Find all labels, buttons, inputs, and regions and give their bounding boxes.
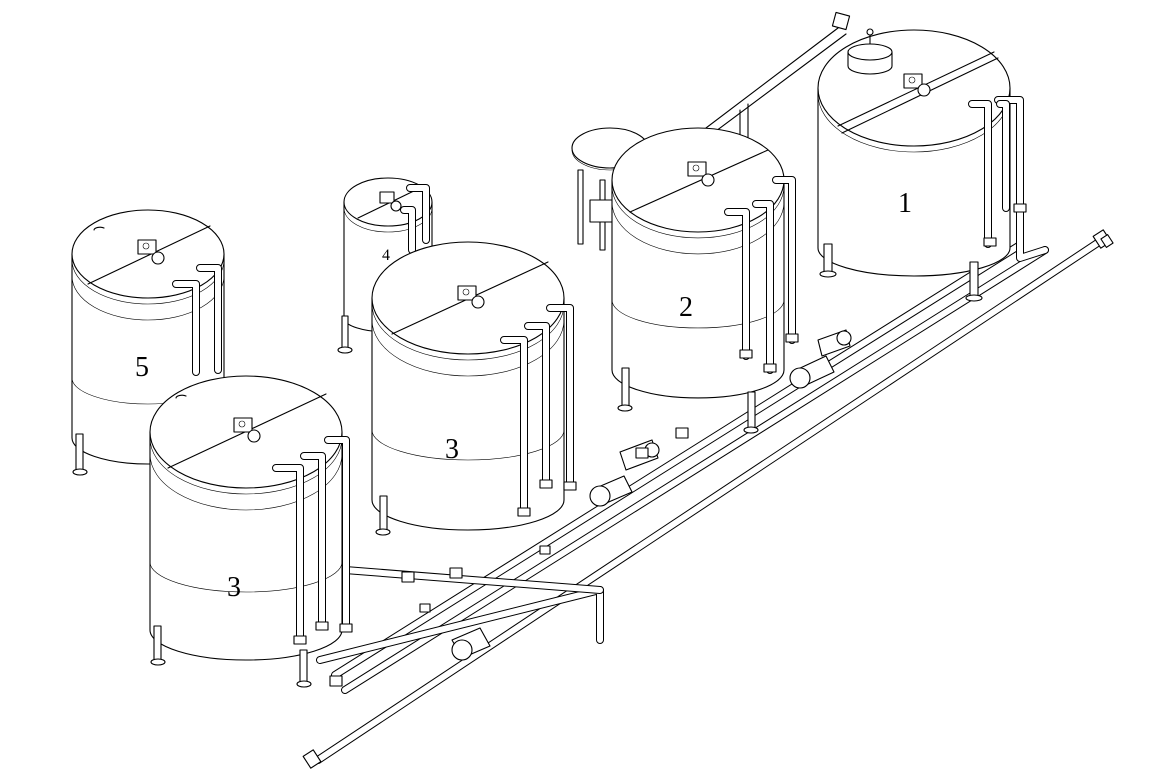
tank-2-valve-icon: [739, 349, 753, 359]
tank-3-rear-valve-icon: [675, 427, 689, 439]
tank-3-front: 3: [149, 375, 353, 688]
manifold-valve-icon: [401, 571, 415, 583]
tank-5-legs: [72, 433, 88, 476]
manifold-valve-icon: [419, 603, 431, 613]
tank-4-agitator-motor-icon: [379, 191, 402, 212]
tank-1-vertical-pipes: [968, 96, 1049, 262]
tank-3-rear-label: 3: [445, 434, 459, 465]
tank-4-leg: [341, 315, 349, 351]
tank-1-valve-icon: [1013, 203, 1027, 213]
tank-2-legs: [617, 367, 759, 434]
tank-2-valve-icon: [785, 333, 799, 343]
manifold-valve-icon: [329, 675, 343, 687]
tank-3-rear-legs: [375, 495, 391, 536]
front-manifold-fittings: [329, 545, 551, 687]
tank-3-rear-valve-icon: [539, 479, 553, 489]
screw-conveyor: [705, 11, 851, 181]
tank-2-agitator-motor-icon: [687, 161, 715, 187]
tank-3-front-valve-icon: [339, 623, 353, 633]
manifold-valve-icon: [539, 545, 551, 555]
tank-3-front-valve-icon: [315, 621, 329, 631]
tank-3-front-vertical-pipes: [272, 436, 353, 645]
tank-3-front-agitator-motor-icon: [233, 417, 261, 443]
tank-3-rear-pump-icon: [589, 427, 689, 507]
tank-2-pump-icon: [789, 329, 852, 389]
tank-1-agitator-motor-icon: [903, 73, 931, 97]
tank-2: 2: [611, 127, 852, 434]
tank-3-rear-agitator-motor-icon: [457, 285, 485, 309]
tank-2-label: 2: [679, 292, 693, 323]
tank-3-rear-valve-icon: [563, 481, 577, 491]
tank-1-dome-hatch: [847, 28, 893, 75]
tank-2-valve-icon: [763, 363, 777, 373]
front-pump-icon: [451, 627, 491, 661]
tank-3-front-valve-icon: [293, 635, 307, 645]
tank-3-front-legs: [150, 625, 312, 688]
manifold-valve-icon: [449, 567, 463, 579]
tank-5-agitator-motor-icon: [137, 239, 165, 265]
tank-3-rear: 3: [371, 241, 689, 536]
tank-5-label: 5: [135, 352, 149, 383]
manifold-end-flange-right: [1092, 229, 1114, 249]
tank-1: 1: [817, 28, 1049, 302]
tank-3-rear-vertical-pipes: [500, 304, 577, 517]
main-manifold: [302, 229, 1114, 769]
tank-1-valve-icon: [983, 237, 997, 247]
conveyor-inlet-hopper: [831, 11, 851, 31]
tank-1-label: 1: [898, 188, 912, 219]
tank-1-legs: [819, 243, 983, 302]
tank-2-vertical-pipes: [724, 176, 799, 374]
tank-4-label: 4: [382, 247, 390, 264]
manifold-end-flange-left: [302, 749, 322, 769]
tank-3-front-label: 3: [227, 572, 241, 603]
tank-3-rear-valve-icon: [517, 507, 531, 517]
